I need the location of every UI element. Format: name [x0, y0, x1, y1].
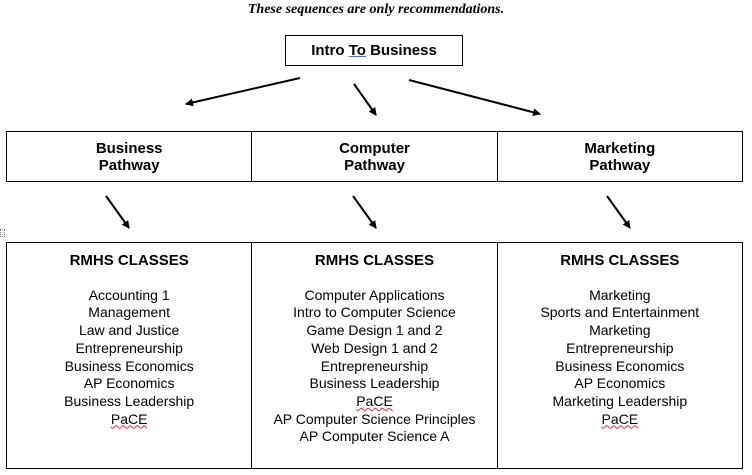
course-item: Accounting 1 — [88, 286, 170, 303]
arrow-to-business — [185, 77, 301, 107]
course-item: AP Computer Science A — [299, 428, 450, 445]
arrow-to-computer — [353, 83, 377, 116]
course-item: Game Design 1 and 2 — [306, 322, 443, 339]
arrow-computer-classes — [352, 195, 377, 229]
intro-to-business-box: Intro To Business — [285, 35, 463, 66]
course-item: Computer Applications — [304, 286, 445, 303]
arrow-business-classes — [105, 195, 130, 229]
course-item: AP Computer Science Principles — [273, 410, 476, 427]
recommendation-note: These sequences are only recommendations… — [247, 2, 505, 17]
course-item: PaCE — [110, 410, 148, 427]
table-move-handle[interactable] — [0, 229, 5, 237]
course-item: PaCE — [601, 410, 639, 427]
course-item: Entrepreneurship — [75, 339, 183, 356]
course-item: Marketing — [589, 322, 651, 339]
course-item: PaCE — [356, 392, 393, 409]
pathway-subtitle: Pathway — [344, 156, 405, 174]
course-item: AP Economics — [83, 375, 175, 392]
arrow-marketing-classes — [606, 195, 631, 229]
arrow-to-marketing — [408, 79, 541, 117]
classes-heading: RMHS CLASSES — [69, 252, 189, 269]
course-item: Business Leadership — [64, 392, 195, 409]
intro-word: Intro — [311, 42, 349, 59]
course-item: Law and Justice — [78, 322, 180, 339]
intro-business-word: Business — [365, 42, 437, 59]
classes-heading: RMHS CLASSES — [560, 252, 680, 269]
course-item: Entrepreneurship — [566, 339, 674, 356]
course-item: Business Economics — [555, 357, 685, 374]
computer-pathway-cell: Computer Pathway — [252, 132, 498, 181]
business-pathway-cell: Business Pathway — [7, 132, 253, 181]
course-item: Sports and Entertainment — [540, 304, 700, 321]
course-item: Intro to Computer Science — [293, 304, 456, 321]
pathway-subtitle: Pathway — [589, 156, 651, 174]
course-item: Business Leadership — [309, 375, 440, 392]
course-item: Marketing Leadership — [552, 392, 688, 409]
course-item: Business Economics — [64, 357, 194, 374]
course-item: AP Economics — [574, 375, 666, 392]
pathway-title: Computer — [339, 139, 410, 157]
course-item: Marketing — [589, 286, 651, 303]
intro-to-word: To — [348, 42, 366, 59]
pathway-row: Business Pathway Computer Pathway Market… — [6, 131, 743, 182]
course-item: Entrepreneurship — [320, 357, 429, 374]
pathway-title: Marketing — [584, 139, 656, 157]
course-item: Web Design 1 and 2 — [311, 339, 438, 356]
pathway-title: Business — [95, 139, 163, 157]
pathway-subtitle: Pathway — [98, 156, 160, 174]
marketing-pathway-cell: Marketing Pathway — [498, 132, 742, 181]
classes-heading: RMHS CLASSES — [314, 252, 435, 269]
course-item: Management — [88, 304, 171, 321]
